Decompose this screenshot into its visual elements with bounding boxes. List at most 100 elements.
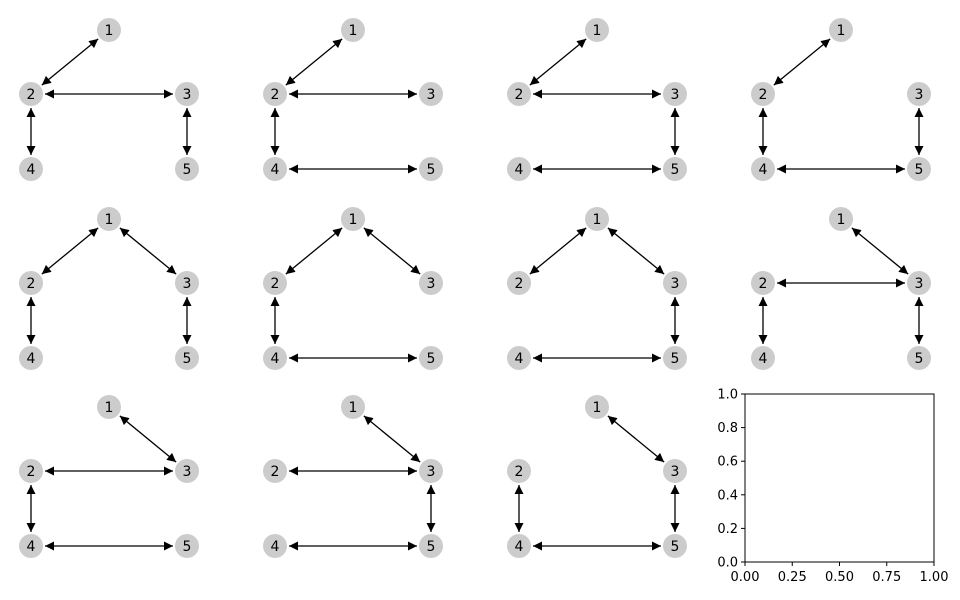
edge-1-2 <box>773 38 831 86</box>
node-5: 5 <box>175 534 199 558</box>
node-label: 1 <box>837 212 846 228</box>
edge-1-3 <box>607 227 665 275</box>
node-label: 1 <box>593 23 602 39</box>
node-2: 2 <box>19 82 43 106</box>
edge-1-3 <box>851 227 909 275</box>
node-circle <box>663 82 687 106</box>
node-3: 3 <box>175 459 199 483</box>
node-circle <box>507 534 531 558</box>
node-label: 4 <box>27 351 36 367</box>
node-4: 4 <box>751 157 775 181</box>
edge-1-2 <box>285 38 343 86</box>
edge-1-3 <box>119 415 177 463</box>
node-circle <box>419 346 443 370</box>
node-2: 2 <box>263 82 287 106</box>
axes-frame <box>744 393 935 563</box>
node-label: 2 <box>271 276 280 292</box>
node-circle <box>175 157 199 181</box>
node-circle <box>663 459 687 483</box>
node-3: 3 <box>907 271 931 295</box>
node-3: 3 <box>419 459 443 483</box>
node-label: 4 <box>515 351 524 367</box>
node-circle <box>907 346 931 370</box>
node-label: 2 <box>515 464 524 480</box>
node-circle <box>263 82 287 106</box>
node-circle <box>97 207 121 231</box>
node-label: 4 <box>271 162 280 178</box>
node-label: 5 <box>915 162 924 178</box>
x-tick-label: 0.25 <box>778 570 807 585</box>
node-label: 4 <box>759 351 768 367</box>
edge-1-2 <box>41 227 99 275</box>
node-label: 5 <box>183 351 192 367</box>
node-4: 4 <box>19 157 43 181</box>
node-label: 4 <box>271 539 280 555</box>
node-circle <box>341 395 365 419</box>
node-1: 1 <box>585 395 609 419</box>
node-5: 5 <box>907 157 931 181</box>
node-3: 3 <box>175 271 199 295</box>
node-circle <box>97 395 121 419</box>
node-4: 4 <box>19 346 43 370</box>
node-circle <box>175 82 199 106</box>
node-circle <box>263 534 287 558</box>
node-label: 2 <box>271 464 280 480</box>
node-5: 5 <box>663 157 687 181</box>
node-circle <box>829 18 853 42</box>
node-circle <box>585 18 609 42</box>
node-circle <box>751 157 775 181</box>
node-label: 2 <box>27 276 36 292</box>
node-2: 2 <box>507 82 531 106</box>
node-4: 4 <box>263 346 287 370</box>
node-label: 3 <box>671 87 680 103</box>
node-label: 2 <box>759 87 768 103</box>
node-2: 2 <box>507 459 531 483</box>
node-circle <box>263 346 287 370</box>
node-label: 5 <box>671 351 680 367</box>
node-3: 3 <box>419 82 443 106</box>
node-label: 3 <box>427 276 436 292</box>
node-circle <box>419 459 443 483</box>
node-circle <box>19 82 43 106</box>
node-circle <box>263 271 287 295</box>
node-5: 5 <box>663 534 687 558</box>
node-2: 2 <box>19 271 43 295</box>
node-4: 4 <box>263 534 287 558</box>
node-circle <box>507 157 531 181</box>
node-4: 4 <box>19 534 43 558</box>
node-1: 1 <box>585 18 609 42</box>
node-label: 1 <box>349 212 358 228</box>
node-label: 3 <box>915 87 924 103</box>
node-label: 3 <box>427 464 436 480</box>
node-label: 1 <box>349 23 358 39</box>
node-5: 5 <box>907 346 931 370</box>
node-circle <box>663 271 687 295</box>
node-label: 5 <box>427 351 436 367</box>
node-1: 1 <box>341 18 365 42</box>
x-tick-label: 1.00 <box>920 570 949 585</box>
node-label: 4 <box>515 539 524 555</box>
node-5: 5 <box>175 346 199 370</box>
y-tick-label: 0.6 <box>717 455 738 470</box>
y-tick-label: 1.0 <box>717 388 738 403</box>
node-circle <box>19 346 43 370</box>
node-2: 2 <box>19 459 43 483</box>
edge-1-3 <box>607 415 665 463</box>
node-circle <box>419 82 443 106</box>
node-circle <box>97 18 121 42</box>
node-label: 5 <box>915 351 924 367</box>
node-circle <box>507 271 531 295</box>
node-label: 3 <box>183 464 192 480</box>
node-circle <box>19 157 43 181</box>
node-circle <box>751 346 775 370</box>
x-tick-label: 0.75 <box>872 570 901 585</box>
node-1: 1 <box>829 207 853 231</box>
node-1: 1 <box>97 395 121 419</box>
y-tick-label: 0.8 <box>717 421 738 436</box>
node-circle <box>341 207 365 231</box>
node-label: 3 <box>427 87 436 103</box>
